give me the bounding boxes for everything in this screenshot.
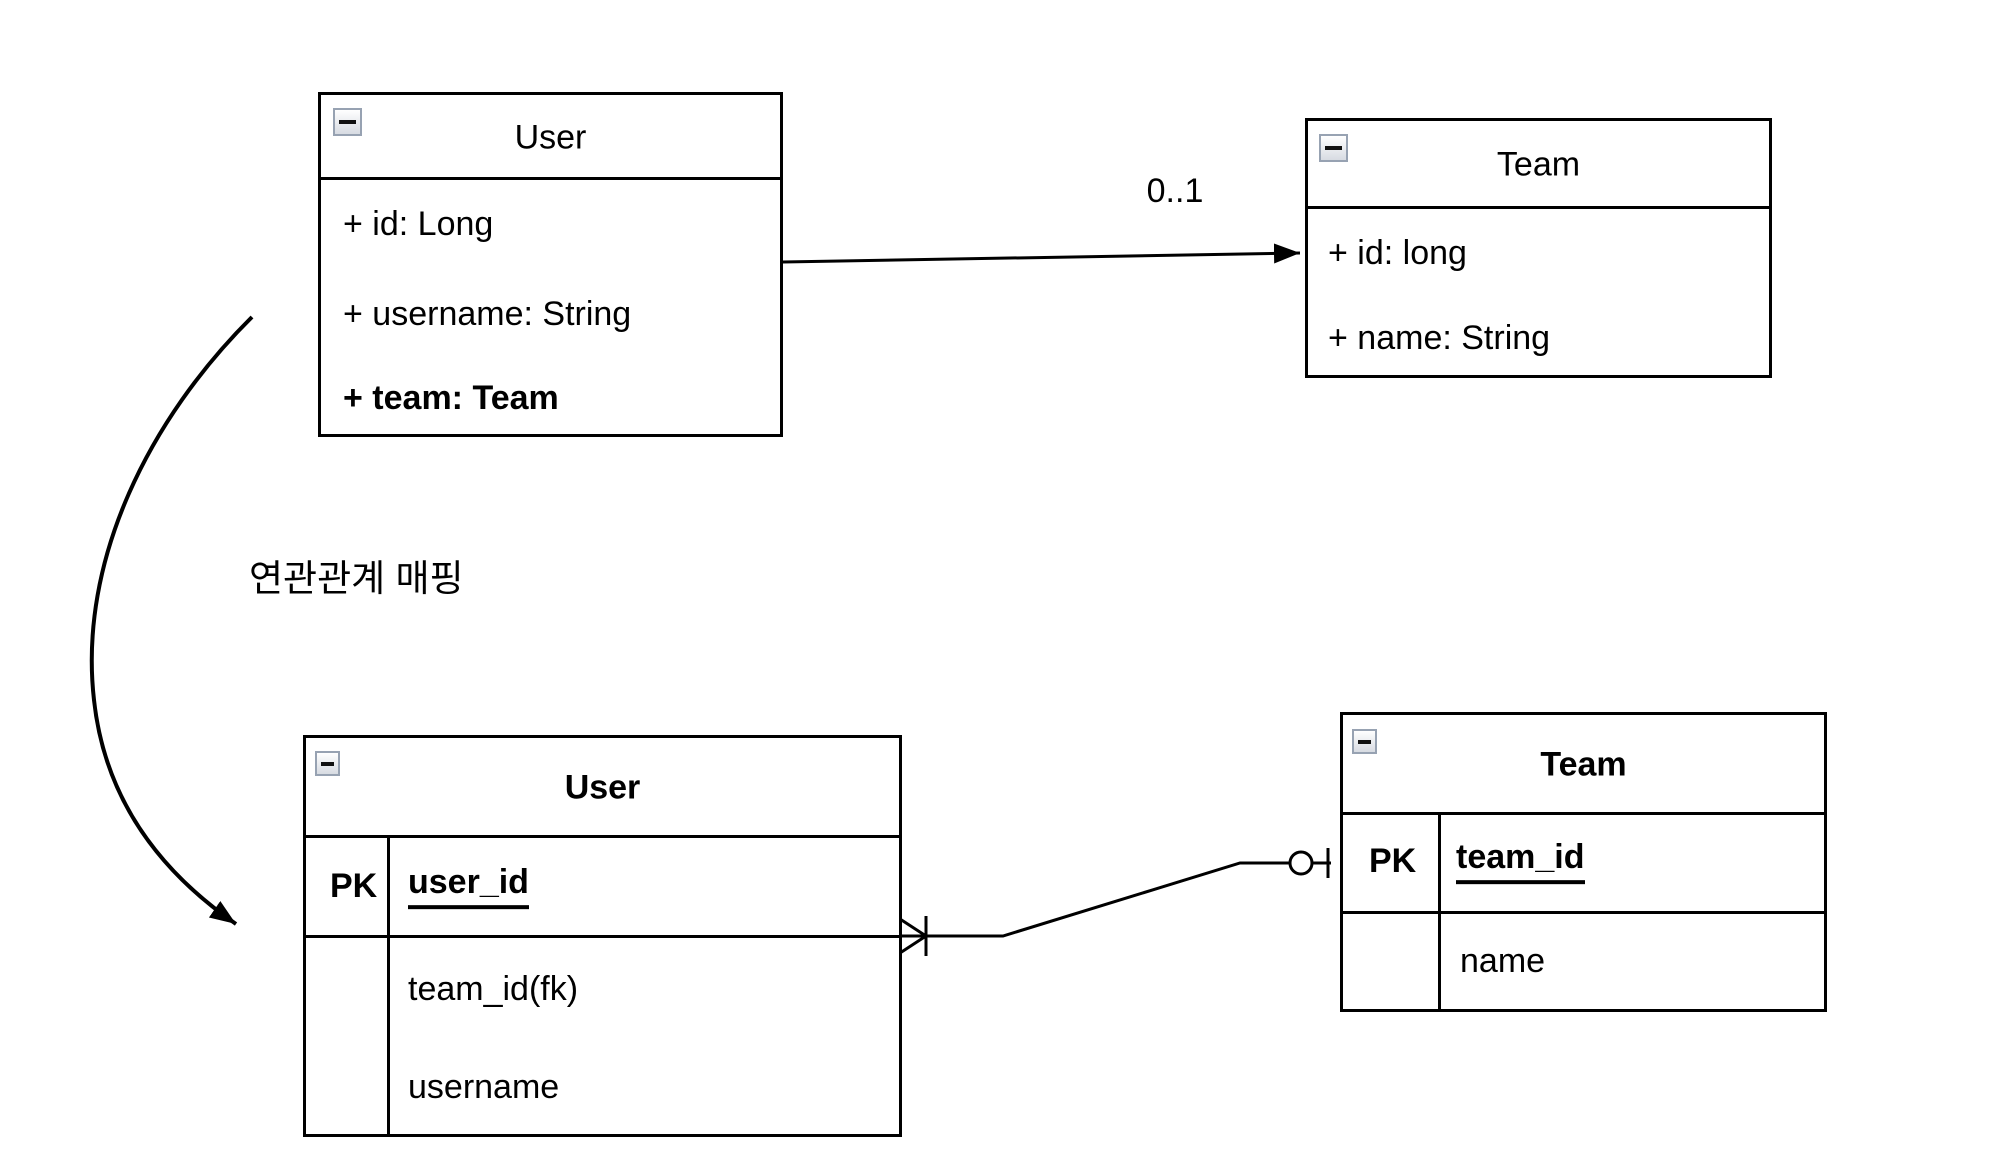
zero-circle-marker <box>1288 850 1314 876</box>
pk-row-separator <box>306 935 899 938</box>
uml-class-user: User + id: Long + username: String + tea… <box>318 92 783 437</box>
mapping-note-label: 연관관계 매핑 <box>249 558 464 599</box>
uml-class-team-title: Team <box>1496 145 1581 184</box>
er-user-column-username: username <box>408 1067 560 1106</box>
er-user-pk-column: user_id <box>408 863 529 910</box>
uml-user-attr-username: + username: String <box>343 294 632 333</box>
er-table-user: User PK user_id team_id(fk) username <box>303 735 902 1137</box>
er-table-team-titlebar: Team <box>1343 715 1824 815</box>
er-team-column-name: name <box>1460 941 1546 980</box>
er-table-team: Team PK team_id name <box>1340 712 1827 1012</box>
er-team-pk-label: PK <box>1369 841 1417 880</box>
uml-class-user-titlebar: User <box>321 95 780 180</box>
uml-team-attr-name: + name: String <box>1328 318 1551 357</box>
collapse-icon[interactable] <box>333 108 362 136</box>
collapse-icon[interactable] <box>1319 134 1348 162</box>
er-relationship-line <box>902 861 1331 938</box>
crows-foot-many-marker <box>899 917 927 955</box>
uml-class-team: Team + id: long + name: String <box>1305 118 1772 378</box>
er-user-pk-label: PK <box>330 866 378 905</box>
er-table-user-titlebar: User <box>306 738 899 838</box>
mapping-arrow <box>89 315 254 926</box>
association-arrow <box>782 243 1301 264</box>
pk-column-divider <box>387 838 390 1134</box>
er-table-team-title: Team <box>1540 745 1627 784</box>
er-user-column-team-id: team_id(fk) <box>408 969 579 1008</box>
uml-class-user-title: User <box>514 118 587 157</box>
pk-row-separator <box>1343 911 1824 914</box>
collapse-icon[interactable] <box>315 751 340 776</box>
er-table-user-title: User <box>564 768 641 807</box>
uml-class-team-titlebar: Team <box>1308 121 1769 209</box>
collapse-icon[interactable] <box>1352 729 1377 754</box>
association-multiplicity-label: 0..1 <box>1146 172 1204 210</box>
uml-user-attr-team: + team: Team <box>343 378 559 417</box>
er-team-pk-column: team_id <box>1456 838 1585 885</box>
uml-team-attr-id: + id: long <box>1328 233 1467 272</box>
uml-user-attr-id: + id: Long <box>343 204 494 243</box>
